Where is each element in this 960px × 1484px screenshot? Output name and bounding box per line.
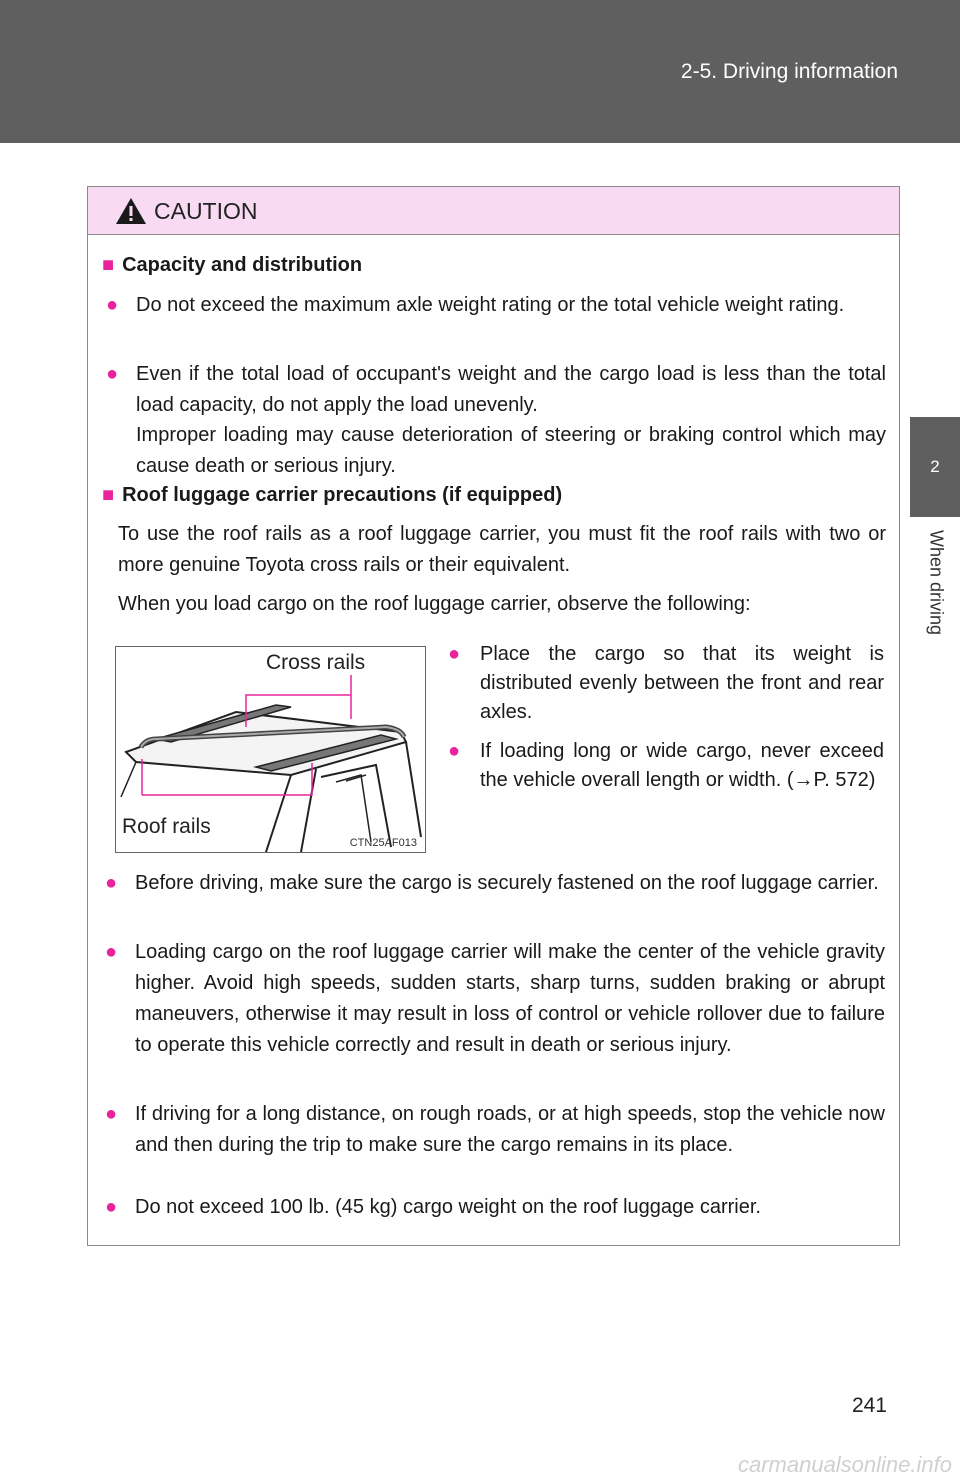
caution-title: CAUTION	[154, 198, 258, 224]
bullet-item: ● Place the cargo so that its weight is …	[448, 640, 884, 727]
note-text: Improper loading may cause deterioration…	[136, 424, 886, 477]
caution-box: CAUTION ■Capacity and distribution ● Do …	[87, 186, 900, 1246]
bullet-item: ● Do not exceed the maximum axle weight …	[106, 290, 886, 321]
figure-code: CTN25AF013	[349, 837, 417, 849]
label-roof-rails: Roof rails	[122, 815, 211, 838]
bullet-item: ● Even if the total load of occupant's w…	[106, 359, 886, 421]
bullet-dot-icon: ●	[106, 363, 119, 385]
chapter-tab-label: When driving	[926, 530, 947, 636]
bullet-dot-icon: ●	[106, 294, 119, 316]
bullet-dot-icon: ●	[448, 740, 461, 762]
subheading-capacity: ■Capacity and distribution	[102, 254, 363, 276]
bullet-item: ● Before driving, make sure the cargo is…	[105, 868, 885, 899]
vehicle-roof-illustration	[120, 675, 422, 852]
bullet-item: ● If loading long or wide cargo, never e…	[448, 737, 884, 795]
bullet-dot-icon: ●	[105, 872, 118, 894]
page-header: 2-5. Driving information	[0, 0, 960, 143]
bullet-item: ● If driving for a long distance, on rou…	[105, 1099, 885, 1161]
bullet-dot-icon: ●	[105, 1103, 118, 1125]
label-cross-rails: Cross rails	[266, 651, 366, 674]
page-number: 241	[851, 1394, 887, 1417]
chapter-tab-number: 2	[910, 417, 960, 517]
bullet-dot-icon: ●	[448, 643, 461, 665]
bullet-dot-icon: ●	[105, 941, 118, 963]
warning-triangle-icon	[116, 198, 146, 224]
bullet-item: ● Loading cargo on the roof luggage carr…	[105, 937, 885, 1061]
square-bullet-icon: ■	[102, 254, 115, 276]
roof-rails-figure: Cross rails Roof rails CTN25AF013	[115, 646, 426, 853]
caution-header: CAUTION	[88, 187, 899, 235]
bullet-dot-icon: ●	[105, 1196, 118, 1218]
subheading-roof-carrier: ■Roof luggage carrier precautions (if eq…	[102, 484, 563, 506]
square-bullet-icon: ■	[102, 484, 115, 506]
section-title: 2-5. Driving information	[680, 60, 898, 83]
paragraph: When you load cargo on the roof luggage …	[118, 593, 751, 615]
watermark: carmanualsonline.info	[737, 1452, 952, 1477]
paragraph: To use the roof rails as a roof luggage …	[118, 523, 886, 576]
bullet-item: ● Do not exceed 100 lb. (45 kg) cargo we…	[105, 1192, 885, 1223]
